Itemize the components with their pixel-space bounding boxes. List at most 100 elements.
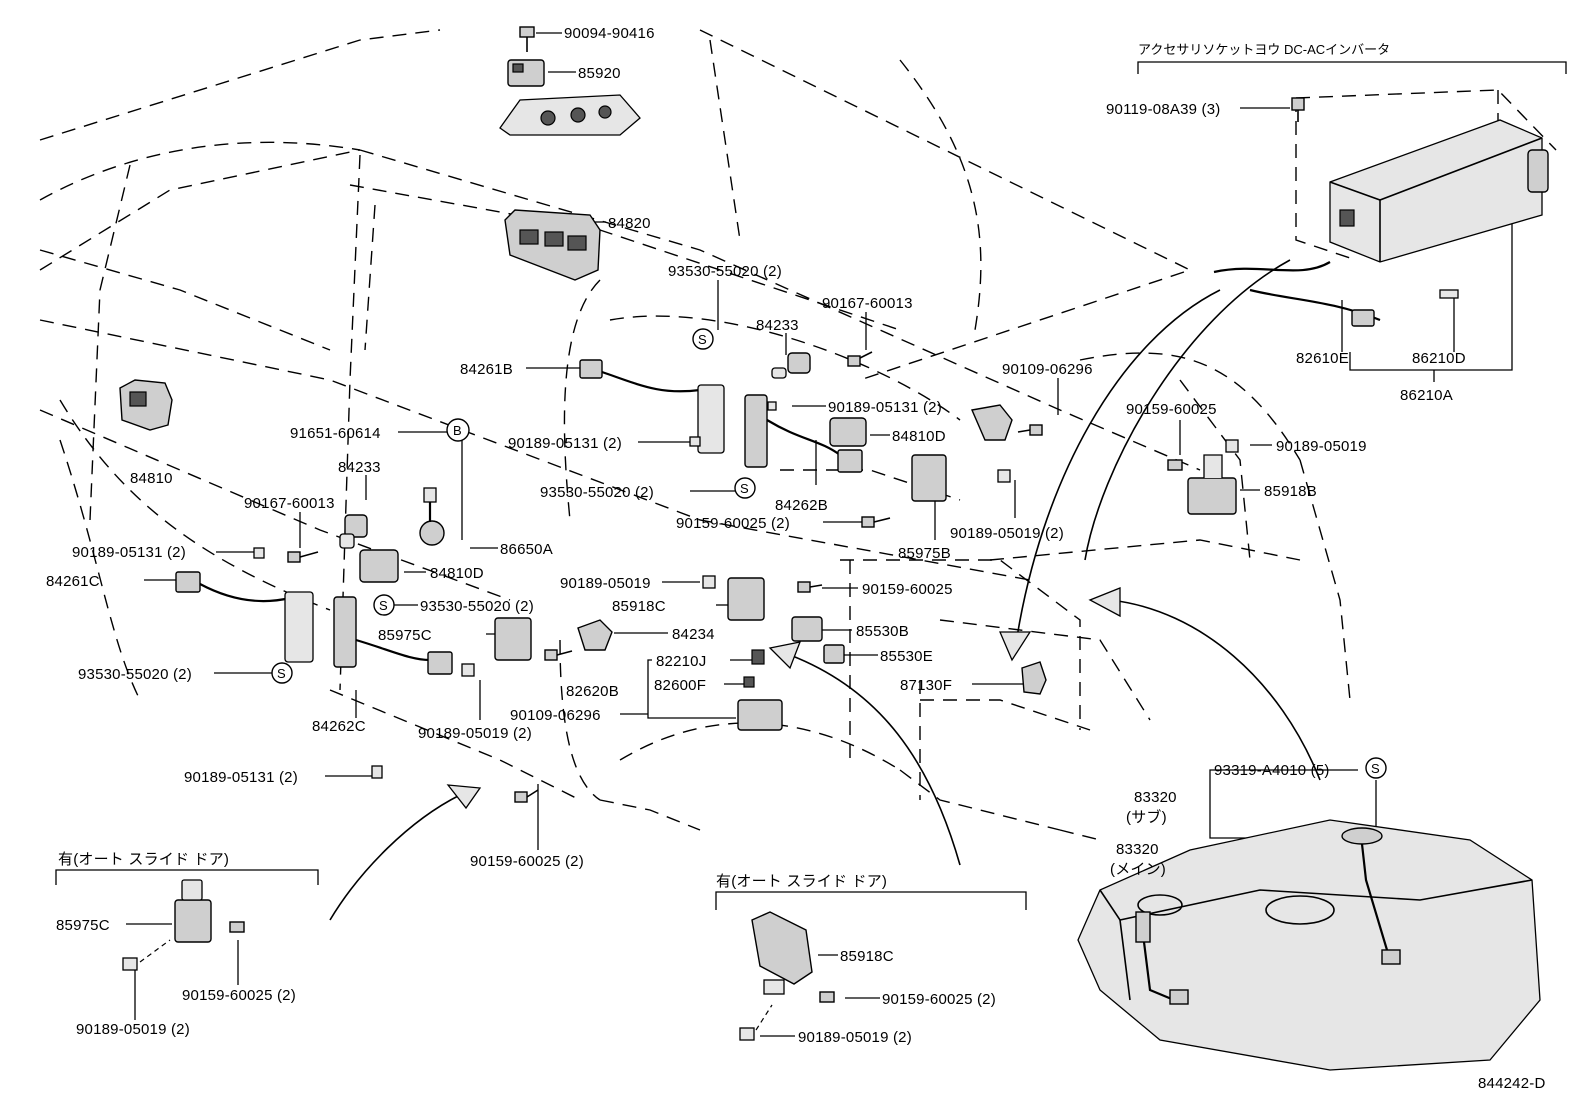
part-label: (メイン) bbox=[1110, 861, 1166, 878]
module-icon bbox=[174, 879, 212, 943]
part-label: 90189-05019 bbox=[1276, 438, 1367, 455]
part-label: 85530E bbox=[880, 648, 933, 665]
relay-icon bbox=[727, 577, 765, 621]
clip-icon bbox=[371, 765, 383, 779]
part-label: 82620B bbox=[566, 683, 619, 700]
clip-icon bbox=[122, 957, 138, 971]
part-label: 90159-60025 (2) bbox=[470, 853, 584, 870]
part-label: 90167-60013 bbox=[822, 295, 913, 312]
clip-icon bbox=[689, 436, 701, 447]
part-label: 90119-08A39 (3) bbox=[1106, 101, 1220, 118]
courtesy-switch-icon bbox=[771, 352, 811, 379]
part-label: 82600F bbox=[654, 677, 706, 694]
courtesy-switch-icon bbox=[339, 514, 368, 549]
clip-icon bbox=[253, 547, 265, 559]
s-symbol-icon: S bbox=[734, 477, 756, 499]
part-label: 85918B bbox=[1264, 483, 1317, 500]
part-label: 90189-05019 (2) bbox=[798, 1029, 912, 1046]
clip-icon bbox=[997, 469, 1011, 483]
drawing-code: 844242-D bbox=[1478, 1075, 1545, 1092]
svg-text:S: S bbox=[698, 332, 707, 347]
inset-title: 有(オート スライド ドア) bbox=[716, 873, 887, 890]
part-label: 84261B bbox=[460, 361, 513, 378]
part-label: 90189-05131 (2) bbox=[72, 544, 186, 561]
harness-plug-icon bbox=[284, 591, 453, 675]
part-label: 93530-55020 (2) bbox=[420, 598, 534, 615]
part-label: 82610E bbox=[1296, 350, 1349, 367]
clip-icon bbox=[702, 575, 716, 589]
part-label: 90189-05019 (2) bbox=[76, 1021, 190, 1038]
junction-block-icon bbox=[737, 649, 783, 731]
part-label: 93530-55020 (2) bbox=[540, 484, 654, 501]
part-label: 90159-60025 (2) bbox=[882, 991, 996, 1008]
fuel-sender-icon bbox=[1135, 911, 1189, 1005]
s-symbol-icon: S bbox=[271, 662, 293, 684]
bolt-icon bbox=[514, 789, 539, 803]
part-label: 93530-55020 (2) bbox=[668, 263, 782, 280]
inverter-icon bbox=[1329, 119, 1549, 263]
part-label: 83320 bbox=[1116, 841, 1159, 858]
part-label: 84810D bbox=[430, 565, 484, 582]
bolt-icon bbox=[287, 551, 319, 563]
window-switch-icon bbox=[504, 209, 601, 281]
part-label: 84262C bbox=[312, 718, 366, 735]
part-label: 86210A bbox=[1400, 387, 1453, 404]
part-label: 85530B bbox=[856, 623, 909, 640]
part-label: 90189-05131 (2) bbox=[184, 769, 298, 786]
relay-icon bbox=[1167, 439, 1239, 515]
switch-icon bbox=[359, 549, 399, 583]
parts: S S S S S B bbox=[119, 26, 1387, 803]
part-label: 90159-60025 bbox=[862, 581, 953, 598]
switch-bracket-icon bbox=[499, 94, 641, 136]
s-symbol-icon: S bbox=[1365, 757, 1387, 779]
part-label: 90189-05019 bbox=[560, 575, 651, 592]
bolt-icon bbox=[847, 351, 873, 367]
svg-text:S: S bbox=[740, 481, 749, 496]
part-label: 93319-A4010 (5) bbox=[1214, 762, 1330, 779]
relay-icon bbox=[507, 59, 545, 87]
switch-icon bbox=[971, 404, 1013, 441]
svg-text:S: S bbox=[379, 598, 388, 613]
auto-slide-door-inset-left bbox=[55, 869, 319, 971]
part-label: 90189-05131 (2) bbox=[508, 435, 622, 452]
bolt-icon bbox=[861, 516, 891, 528]
switch-icon bbox=[791, 616, 823, 642]
switch-icon bbox=[119, 379, 173, 431]
bolt-icon bbox=[229, 921, 245, 933]
part-label: 93530-55020 (2) bbox=[78, 666, 192, 683]
b-symbol-icon: B bbox=[446, 418, 470, 442]
part-label: 90109-06296 bbox=[510, 707, 601, 724]
bolt-icon bbox=[544, 649, 573, 661]
part-label: 85918C bbox=[612, 598, 666, 615]
clip-icon bbox=[461, 663, 475, 677]
inset-title: 有(オート スライド ドア) bbox=[58, 851, 229, 868]
part-label: 84810D bbox=[892, 428, 946, 445]
switch-icon bbox=[577, 619, 613, 651]
part-label: 85975C bbox=[378, 627, 432, 644]
part-label: 91651-60614 bbox=[290, 425, 381, 442]
switch-icon bbox=[829, 417, 867, 447]
module-icon bbox=[911, 454, 947, 502]
clip-icon bbox=[739, 1027, 755, 1041]
part-label: 90189-05131 (2) bbox=[828, 399, 942, 416]
bolt-icon bbox=[519, 26, 535, 52]
part-label: 83320 bbox=[1134, 789, 1177, 806]
s-symbol-icon: S bbox=[373, 594, 395, 616]
connector-icon bbox=[175, 571, 291, 603]
switch-icon bbox=[823, 644, 845, 664]
s-symbol-icon: S bbox=[692, 328, 714, 350]
switch-icon bbox=[1021, 661, 1047, 695]
harness-plug-icon bbox=[697, 384, 863, 473]
part-label: 90159-60025 (2) bbox=[182, 987, 296, 1004]
part-label: 85920 bbox=[578, 65, 621, 82]
svg-text:S: S bbox=[277, 666, 286, 681]
buzzer-icon bbox=[419, 487, 445, 546]
part-label: 90159-60025 (2) bbox=[676, 515, 790, 532]
relay-icon bbox=[751, 911, 813, 995]
part-labels: 90094-90416 85920 84820 93530-55020 (2) … bbox=[46, 25, 1545, 1092]
clip-icon bbox=[767, 401, 777, 411]
bolt-icon bbox=[819, 991, 835, 1003]
part-label: 86210D bbox=[1412, 350, 1466, 367]
part-label: 85918C bbox=[840, 948, 894, 965]
part-label: (サブ) bbox=[1126, 808, 1167, 826]
